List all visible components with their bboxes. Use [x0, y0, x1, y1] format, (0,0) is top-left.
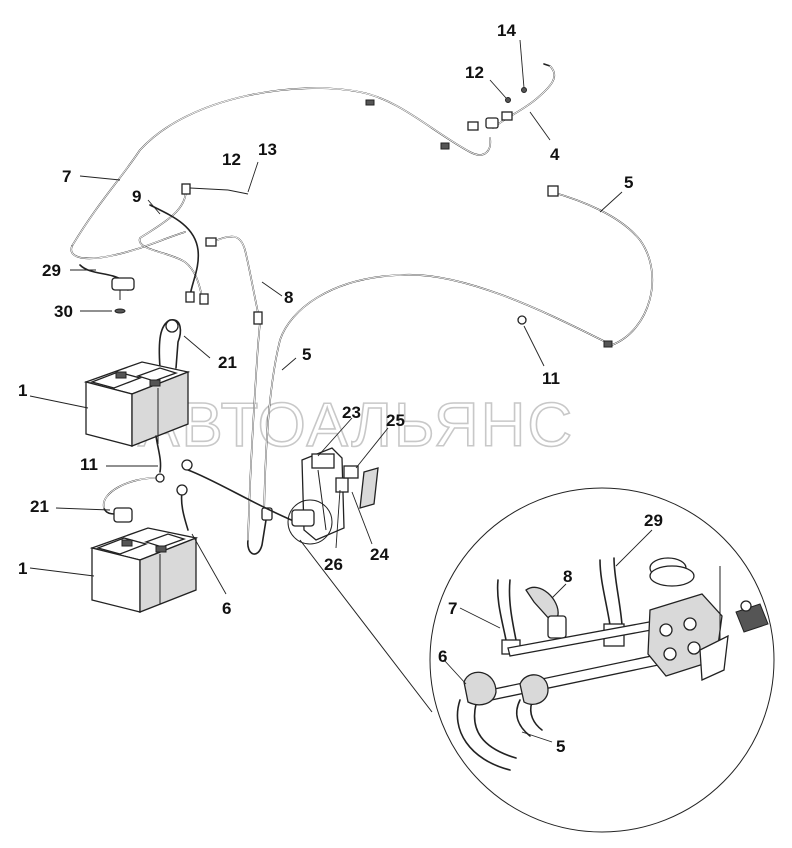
cable-21-upper [158, 319, 182, 369]
detail-lug-8 [547, 615, 567, 639]
washer-12 [505, 97, 511, 103]
switch-bracket-23 [311, 453, 335, 469]
nut-30 [114, 308, 126, 314]
detail-lug-5 [519, 674, 549, 705]
callout-11: 11 [80, 455, 98, 474]
callout-29: 29 [644, 511, 663, 530]
terminal-lug [176, 484, 188, 496]
cable-clip [365, 99, 375, 106]
terminal-lug [165, 319, 179, 333]
detail-cable-29 [599, 559, 611, 626]
terminal-lug [253, 311, 263, 325]
detail-lug-6 [463, 671, 497, 706]
callout-9: 9 [132, 187, 141, 206]
detail-bus-bar-upper [507, 619, 663, 657]
callout-4: 4 [550, 145, 560, 164]
callout-8: 8 [563, 567, 572, 586]
callout-7: 7 [62, 167, 71, 186]
switch-body [291, 509, 315, 527]
switch-key-24 [359, 467, 379, 509]
callout-6: 6 [438, 647, 447, 666]
detail-view [299, 487, 775, 833]
callouts: 14 12 4 5 7 12 13 9 29 8 30 21 5 11 1 23… [18, 21, 663, 756]
battery-lower [89, 527, 199, 613]
terminal-lug [199, 293, 209, 305]
cable-5 [263, 185, 654, 521]
cable-clip [603, 340, 613, 348]
terminal-clamp [111, 277, 135, 291]
callout-13: 13 [258, 140, 277, 159]
cable-8 [205, 235, 273, 555]
terminal-lug [205, 237, 217, 247]
battery-upper [83, 361, 191, 447]
terminal-lug [485, 117, 499, 129]
callout-21: 21 [218, 353, 237, 372]
terminal-lug [467, 121, 479, 131]
terminal-lug [181, 459, 193, 471]
battery-switch-assembly [287, 447, 379, 545]
cable-7 [70, 87, 492, 260]
cable-21-lower [103, 477, 156, 523]
callout-25: 25 [386, 411, 405, 430]
callout-8: 8 [284, 288, 293, 307]
terminal-lug [185, 291, 195, 303]
detail-cable-6 [456, 699, 511, 771]
callout-26: 26 [324, 555, 343, 574]
switch-clip-25 [343, 465, 359, 479]
cable-29 [79, 264, 135, 314]
detail-connector-line [299, 539, 433, 713]
callout-30: 30 [54, 302, 73, 321]
callout-23: 23 [342, 403, 361, 422]
cable-9 [138, 183, 209, 305]
leader-lines [29, 39, 653, 743]
callout-1: 1 [18, 381, 27, 400]
terminal-lug [547, 185, 559, 197]
grommet-11 [517, 315, 527, 325]
callout-12: 12 [222, 150, 241, 169]
cable-6 [176, 459, 297, 531]
callout-5: 5 [556, 737, 565, 756]
callout-6: 6 [222, 599, 231, 618]
battery-terminal [115, 371, 127, 379]
battery-terminal [149, 379, 161, 387]
terminal-lug [501, 111, 513, 121]
callout-7: 7 [448, 599, 457, 618]
callout-29: 29 [42, 261, 61, 280]
callout-12: 12 [465, 63, 484, 82]
callout-24: 24 [370, 545, 389, 564]
callout-21: 21 [30, 497, 49, 516]
callout-14: 14 [497, 21, 516, 40]
callout-1: 1 [18, 559, 27, 578]
callout-5: 5 [302, 345, 311, 364]
switch-terminal-26 [335, 477, 349, 493]
bolt-14 [521, 87, 527, 93]
detail-circle-marker [287, 499, 333, 545]
watermark: АВТОАЛЬЯНС [138, 391, 574, 460]
cable-clip [440, 142, 450, 150]
terminal-clamp [113, 507, 133, 523]
detail-cable-5 [515, 699, 531, 737]
jumper-cable-11 [155, 435, 165, 483]
callout-11: 11 [542, 369, 560, 388]
detail-circle [429, 487, 775, 833]
callout-5: 5 [624, 173, 633, 192]
terminal-lug [181, 183, 191, 195]
detail-cable-7 [496, 579, 507, 641]
